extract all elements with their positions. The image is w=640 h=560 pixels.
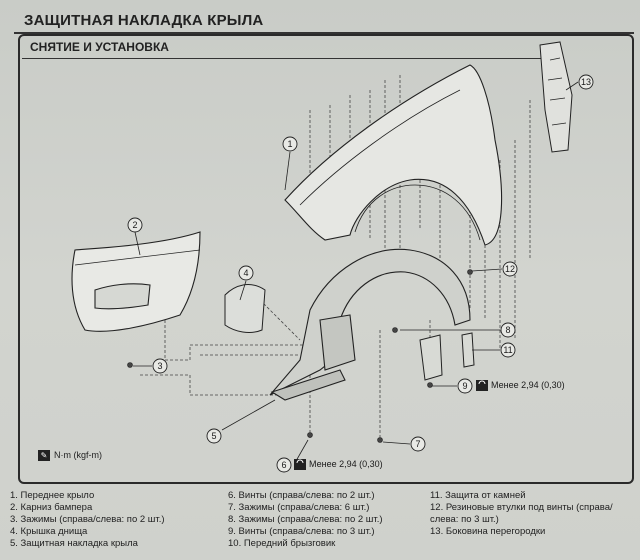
list-item: 7. Зажимы (справа/слева: 6 шт.) <box>228 502 370 513</box>
torque-unit-legend: ✎ N·m (kgf-m) <box>38 450 102 462</box>
stone-guard <box>461 332 475 368</box>
parts-column-1: 1. Переднее крыло 2. Карниз бампера 3. З… <box>10 490 165 550</box>
svg-text:13: 13 <box>581 77 591 87</box>
svg-text:6: 6 <box>281 460 286 470</box>
callout-5: 5 <box>206 428 222 444</box>
callout-9: 9 <box>457 378 473 394</box>
callout-12: 12 <box>502 261 518 277</box>
subtitle-rule <box>22 58 542 59</box>
torque-unit-text: N·m (kgf-m) <box>54 450 102 460</box>
parts-list: 1. Переднее крыло 2. Карниз бампера 3. З… <box>0 490 640 560</box>
list-item: 4. Крышка днища <box>10 526 88 537</box>
callout-4: 4 <box>238 265 254 281</box>
mud-guard <box>419 334 443 381</box>
list-item: 12. Резиновые втулки под винты (справа/с… <box>430 502 613 525</box>
svg-text:12: 12 <box>505 264 515 274</box>
svg-text:2: 2 <box>132 220 137 230</box>
svg-text:3: 3 <box>157 361 162 371</box>
torque-icon-6 <box>294 459 306 470</box>
side-partition <box>539 41 573 153</box>
list-item: 2. Карниз бампера <box>10 502 93 513</box>
list-item: 3. Зажимы (справа/слева: по 2 шт.) <box>10 514 165 525</box>
callout-13: 13 <box>578 74 594 90</box>
callout-3: 3 <box>152 358 168 374</box>
callout-6: 6 <box>276 457 292 473</box>
parts-column-2: 6. Винты (справа/слева: по 2 шт.) 7. Заж… <box>228 490 383 550</box>
list-item: 11. Защита от камней <box>430 490 526 501</box>
undercover <box>224 284 266 333</box>
title-bar: ЗАЩИТНАЯ НАКЛАДКА КРЫЛА <box>14 10 634 34</box>
callout-7: 7 <box>410 436 426 452</box>
callout-8: 8 <box>500 322 516 338</box>
svg-text:8: 8 <box>505 325 510 335</box>
front-fender <box>284 64 503 246</box>
exploded-diagram: 1 2 3 4 5 6 7 8 9 11 12 13 <box>71 41 594 473</box>
diagram-frame <box>18 34 634 484</box>
torque-icon-9 <box>476 380 488 391</box>
list-item: 10. Передний брызговик <box>228 538 336 549</box>
svg-text:7: 7 <box>415 439 420 449</box>
parts-column-3: 11. Защита от камней 12. Резиновые втулк… <box>430 490 635 538</box>
page-title: ЗАЩИТНАЯ НАКЛАДКА КРЫЛА <box>24 12 264 29</box>
torque-value-9: Менее 2,94 (0,30) <box>491 380 565 390</box>
list-item: 1. Переднее крыло <box>10 490 95 501</box>
svg-text:11: 11 <box>503 345 512 355</box>
svg-text:5: 5 <box>211 431 216 441</box>
section-subtitle: СНЯТИЕ И УСТАНОВКА <box>30 40 169 54</box>
fender-protector <box>269 248 471 401</box>
callout-markers: 1 2 3 4 5 6 7 8 9 11 12 13 <box>127 74 594 473</box>
list-item: 6. Винты (справа/слева: по 2 шт.) <box>228 490 375 501</box>
torque-icon: ✎ <box>38 450 50 462</box>
callout-2: 2 <box>127 217 143 233</box>
bumper-fascia <box>71 231 201 332</box>
svg-text:4: 4 <box>243 268 248 278</box>
fasteners <box>127 269 473 443</box>
list-item: 8. Зажимы (справа/слева: по 2 шт.) <box>228 514 383 525</box>
callout-1: 1 <box>282 136 298 152</box>
leader-lines <box>133 81 579 462</box>
torque-value-6: Менее 2,94 (0,30) <box>309 459 383 469</box>
svg-text:9: 9 <box>462 381 467 391</box>
list-item: 13. Боковина перегородки <box>430 526 546 537</box>
list-item: 9. Винты (справа/слева: по 3 шт.) <box>228 526 375 537</box>
callout-11: 11 <box>500 342 516 358</box>
list-item: 5. Защитная накладка крыла <box>10 538 138 549</box>
svg-text:1: 1 <box>287 139 292 149</box>
